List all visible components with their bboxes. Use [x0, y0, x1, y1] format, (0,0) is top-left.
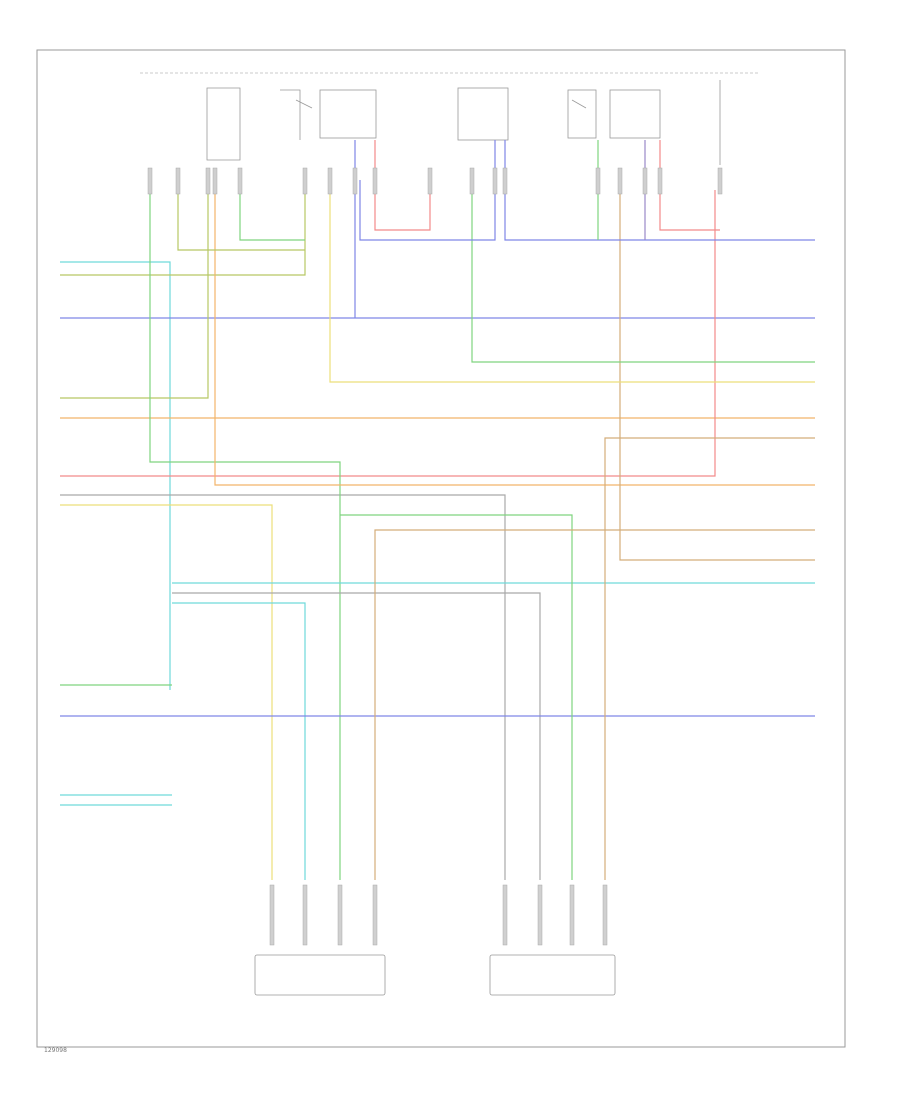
relay-group	[206, 80, 721, 165]
sensor-connector	[302, 884, 308, 946]
wire-red-2	[374, 140, 431, 231]
wire-green-1	[149, 170, 341, 880]
wire-tan-1	[374, 529, 815, 880]
top-connector	[352, 167, 358, 195]
top-connector	[205, 167, 211, 195]
sensor-connector	[337, 884, 343, 946]
wire-gray-2	[172, 592, 541, 880]
wires-layer	[60, 140, 815, 880]
page-code: 129098	[44, 1047, 67, 1054]
wire-green-4	[471, 180, 815, 363]
wire-yellow-2	[329, 180, 815, 383]
top-connector	[372, 167, 378, 195]
top-connector	[617, 167, 623, 195]
connectors-layer	[147, 167, 723, 946]
sensor-connector	[537, 884, 543, 946]
top-connector	[502, 167, 508, 195]
sensor-connector	[602, 884, 608, 946]
top-connector	[212, 167, 218, 195]
sensor-connector	[269, 884, 275, 946]
wire-cyan-left	[60, 261, 171, 690]
wire-blue-4	[359, 140, 496, 241]
wire-green-3	[340, 514, 573, 880]
wire-olive	[60, 180, 306, 276]
top-connector	[175, 167, 181, 195]
diagram-frame	[36, 49, 846, 1048]
wire-olive-2	[60, 180, 209, 399]
top-connector	[147, 167, 153, 195]
top-connector	[237, 167, 243, 195]
sensor-connector	[569, 884, 575, 946]
wire-green-5	[239, 180, 305, 241]
top-connector	[327, 167, 333, 195]
wire-gray-1	[60, 494, 506, 880]
sensor-connector	[372, 884, 378, 946]
top-connector	[657, 167, 663, 195]
wire-red-3	[659, 140, 720, 231]
wire-cyan-3	[172, 602, 306, 880]
top-connector	[469, 167, 475, 195]
wire-tan-3	[619, 180, 815, 561]
sensor-components	[254, 954, 616, 996]
top-connector	[642, 167, 648, 195]
wire-tan-2	[604, 437, 815, 880]
wire-red-1	[60, 190, 716, 477]
top-connector	[302, 167, 308, 195]
sensor-connector	[502, 884, 508, 946]
wire-orange-2	[214, 170, 815, 486]
top-connector	[717, 167, 723, 195]
wire-olive-3	[177, 180, 305, 251]
top-connector	[427, 167, 433, 195]
top-connector	[595, 167, 601, 195]
top-connector	[492, 167, 498, 195]
wire-yellow-1	[60, 504, 273, 880]
